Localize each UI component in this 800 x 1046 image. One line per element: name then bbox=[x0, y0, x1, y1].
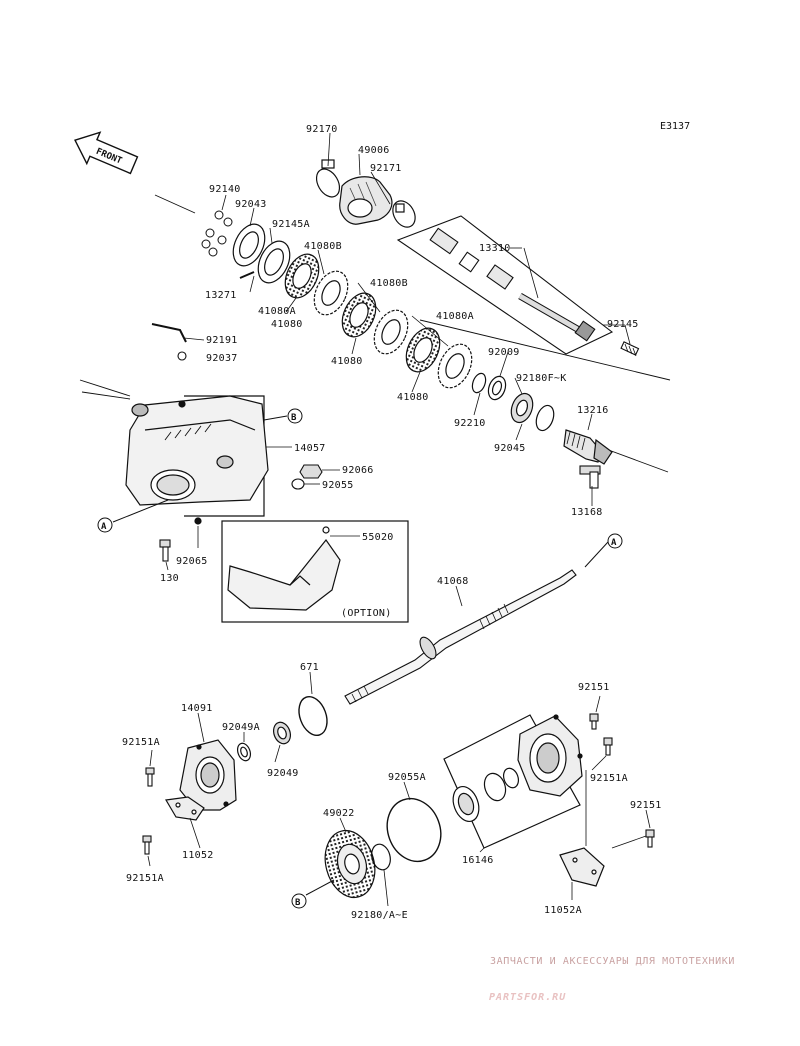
ref-mark-a-2: A bbox=[607, 533, 623, 549]
bracket-11052A bbox=[559, 847, 605, 887]
callout-92049: 92049 bbox=[267, 768, 299, 779]
bolt-13168 bbox=[579, 465, 601, 489]
callout-92140: 92140 bbox=[209, 184, 241, 195]
callout-13310: 13310 bbox=[479, 243, 511, 254]
callout-41080A-2: 41080A bbox=[436, 311, 474, 322]
final-gear-case-16146 bbox=[443, 714, 583, 849]
callout-92180AE: 92180/A~E bbox=[351, 910, 408, 921]
svg-text:B: B bbox=[291, 413, 297, 423]
front-arrow-icon: FRONT bbox=[74, 131, 139, 175]
callout-92191: 92191 bbox=[206, 335, 238, 346]
propeller-shaft-13310 bbox=[396, 215, 614, 355]
bolt-130 bbox=[159, 539, 171, 562]
clamp-92170 bbox=[315, 168, 341, 198]
bracket-11052 bbox=[165, 796, 205, 821]
callout-92151-2: 92151 bbox=[630, 800, 662, 811]
svg-text:A: A bbox=[611, 538, 617, 548]
callout-labels: 92170 49006 92171 92140 92043 92145A 410… bbox=[122, 124, 662, 921]
watermark-brand: PARTSFOR.RU bbox=[489, 992, 566, 1003]
callout-92045: 92045 bbox=[494, 443, 526, 454]
bearing-housing-14091 bbox=[179, 739, 237, 811]
callout-92065: 92065 bbox=[176, 556, 208, 567]
option-label: (OPTION) bbox=[341, 608, 392, 619]
callout-13271: 13271 bbox=[205, 290, 237, 301]
balls-92140 bbox=[201, 210, 233, 257]
clamp-92171 bbox=[392, 200, 416, 228]
callout-92066: 92066 bbox=[342, 465, 374, 476]
gear-case-14057 bbox=[125, 395, 269, 525]
callout-13168: 13168 bbox=[571, 507, 603, 518]
boot-assembly bbox=[315, 159, 416, 228]
callout-92043: 92043 bbox=[235, 199, 267, 210]
bolts-92151A-left bbox=[142, 767, 155, 855]
oring-671 bbox=[298, 695, 328, 737]
callout-41080B-2: 41080B bbox=[370, 278, 408, 289]
clutch-plates bbox=[232, 223, 473, 389]
callout-49022: 49022 bbox=[323, 808, 355, 819]
callout-92180FK: 92180F~K bbox=[516, 373, 567, 384]
ring-gear-49022 bbox=[324, 829, 391, 899]
svg-text:A: A bbox=[101, 522, 107, 532]
ref-mark-b-2: B bbox=[291, 893, 307, 909]
callout-11052: 11052 bbox=[182, 850, 214, 861]
callout-92145: 92145 bbox=[607, 319, 639, 330]
callout-41080-1: 41080 bbox=[271, 319, 303, 330]
callout-41080B-1: 41080B bbox=[304, 241, 342, 252]
plug-92066 bbox=[291, 464, 323, 490]
callout-92171: 92171 bbox=[370, 163, 402, 174]
svg-text:B: B bbox=[295, 898, 301, 908]
callout-16146: 16146 bbox=[462, 855, 494, 866]
callout-92151-1: 92151 bbox=[578, 682, 610, 693]
pushrod-92191 bbox=[151, 323, 187, 361]
callout-13216: 13216 bbox=[577, 405, 609, 416]
callout-92145A: 92145A bbox=[272, 219, 310, 230]
pin-13271 bbox=[239, 271, 255, 279]
pinion-13216 bbox=[563, 429, 613, 465]
oring-92055A bbox=[386, 797, 442, 863]
ref-mark-a-1: A bbox=[97, 517, 113, 533]
callout-92055A: 92055A bbox=[388, 772, 426, 783]
callout-41068: 41068 bbox=[437, 576, 469, 587]
bearing-group-upper bbox=[471, 372, 555, 432]
callout-41080A-1: 41080A bbox=[258, 306, 296, 317]
callout-41080-3: 41080 bbox=[397, 392, 429, 403]
callout-92210: 92210 bbox=[454, 418, 486, 429]
callout-130: 130 bbox=[160, 573, 179, 584]
ref-leaders bbox=[112, 415, 609, 896]
watermark: ЗАПЧАСТИ И АКСЕССУАРЫ ДЛЯ МОТОТЕХНИКИ PA… bbox=[489, 956, 735, 1003]
callout-92151A-3: 92151A bbox=[590, 773, 628, 784]
ref-mark-b-1: B bbox=[287, 408, 303, 424]
diagram-id: E3137 bbox=[660, 121, 690, 132]
callout-55020: 55020 bbox=[362, 532, 394, 543]
callout-92151A-2: 92151A bbox=[126, 873, 164, 884]
callout-92055: 92055 bbox=[322, 480, 354, 491]
callout-92009: 92009 bbox=[488, 347, 520, 358]
driveshaft-41068 bbox=[344, 569, 577, 705]
callout-92151A-1: 92151A bbox=[122, 737, 160, 748]
bolt-92145 bbox=[620, 341, 640, 357]
watermark-tagline: ЗАПЧАСТИ И АКСЕССУАРЫ ДЛЯ МОТОТЕХНИКИ bbox=[490, 956, 735, 967]
callout-92049A: 92049A bbox=[222, 722, 260, 733]
callout-leaders bbox=[147, 132, 651, 907]
callout-11052A: 11052A bbox=[544, 905, 582, 916]
skid-plate-55020 bbox=[221, 520, 409, 623]
callout-14091: 14091 bbox=[181, 703, 213, 714]
callout-41080-2: 41080 bbox=[331, 356, 363, 367]
callout-49006: 49006 bbox=[358, 145, 390, 156]
callout-671: 671 bbox=[300, 662, 319, 673]
callout-92170: 92170 bbox=[306, 124, 338, 135]
seals-92049 bbox=[236, 721, 292, 762]
callout-14057: 14057 bbox=[294, 443, 326, 454]
bolts-92151-right bbox=[589, 713, 655, 848]
callout-92037: 92037 bbox=[206, 353, 238, 364]
